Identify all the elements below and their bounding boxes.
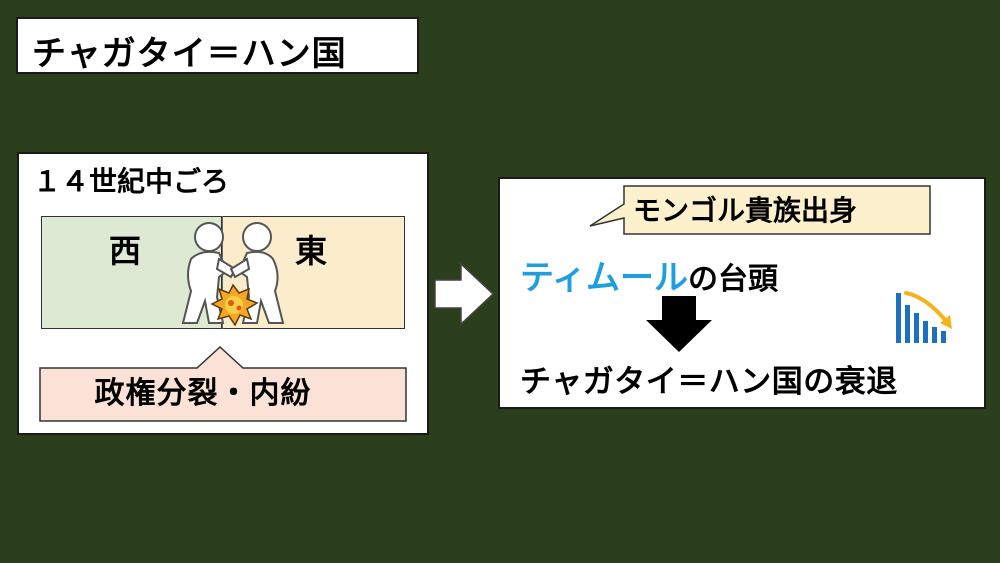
period-heading: １４世紀中ごろ <box>33 165 230 198</box>
speech-bubble <box>589 185 931 235</box>
right-arrow-icon <box>434 262 495 326</box>
timur-rise-line: ティムールの台頭 <box>520 250 778 299</box>
split-callout <box>39 346 407 422</box>
split-label: 政権分裂・内紛 <box>94 376 312 411</box>
timur-name: ティムール <box>520 258 688 298</box>
title-box: チャガタイ＝ハン国 <box>16 17 419 74</box>
down-arrow-icon <box>646 296 712 352</box>
result-text: チャガタイ＝ハン国の衰退 <box>520 364 898 400</box>
decline-chart-icon <box>896 291 952 343</box>
east-label: 東 <box>295 232 328 270</box>
left-panel: １４世紀中ごろ 西 東 政権分裂・内紛 <box>17 152 429 435</box>
right-panel: モンゴル貴族出身 ティムールの台頭 チャガタイ＝ハン国の衰退 <box>498 177 986 409</box>
timur-suffix: の台頭 <box>687 262 778 297</box>
explosion-icon <box>210 283 259 327</box>
west-label: 西 <box>109 232 142 270</box>
fighters-illustration <box>181 222 285 327</box>
bubble-label: モンゴル貴族出身 <box>633 194 858 227</box>
page-title: チャガタイ＝ハン国 <box>32 34 347 74</box>
